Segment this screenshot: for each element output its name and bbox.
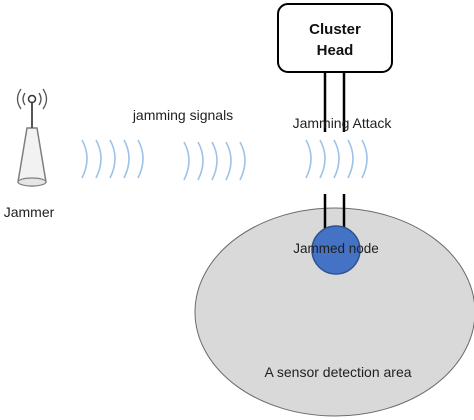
- signal-wave: [183, 141, 190, 181]
- signal-wave: [211, 141, 218, 181]
- signal-wave: [109, 139, 116, 179]
- jammer-antenna-tip: [27, 94, 37, 104]
- signal-wave: [361, 139, 368, 179]
- signal-wave: [239, 141, 246, 181]
- signal-wave: [123, 139, 130, 179]
- jammed-node: [311, 225, 361, 275]
- signal-wave: [81, 139, 88, 179]
- cluster-head-label-line2: Head: [317, 42, 354, 59]
- signal-waves-group-1: [81, 139, 144, 179]
- jammer-label: Jammer: [4, 204, 55, 220]
- jammer-base: [17, 177, 47, 187]
- jammer-radiation-icon: [16, 88, 48, 110]
- signal-wave: [197, 141, 204, 181]
- signal-wave: [225, 141, 232, 181]
- jammer-body: [17, 127, 47, 187]
- jamming-signals-label: jamming signals: [132, 107, 233, 123]
- jammer-tower-icon: [16, 88, 48, 187]
- detection-area-label: A sensor detection area: [264, 364, 411, 380]
- jamming-attack-label: Jamming Attack: [293, 115, 393, 131]
- cluster-head: Cluster Head: [277, 3, 393, 73]
- signal-wave: [95, 139, 102, 179]
- sensor-detection-area: [194, 207, 474, 417]
- signal-wave: [137, 139, 144, 179]
- cluster-head-box: [277, 3, 393, 73]
- cluster-head-label-line1: Cluster: [309, 21, 361, 38]
- signal-wave: [305, 139, 312, 179]
- jammed-node-label: Jammed node: [293, 241, 379, 256]
- signal-wave: [347, 139, 354, 179]
- signal-wave: [333, 139, 340, 179]
- signal-waves-group-3: [305, 139, 368, 179]
- signal-wave: [319, 139, 326, 179]
- signal-waves-group-2: [183, 141, 246, 181]
- cluster-head-links: [323, 72, 346, 232]
